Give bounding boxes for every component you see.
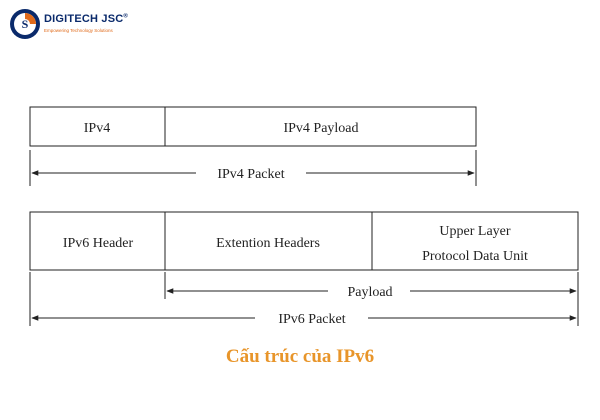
diagram-caption: Cấu trúc của IPv6	[225, 346, 375, 367]
brand-name: DIGITECH JSC®	[44, 13, 129, 25]
ipv4-header-label: IPv4	[84, 121, 110, 136]
ipv4-payload-label: IPv4 Payload	[283, 121, 358, 136]
svg-text:S: S	[22, 17, 29, 31]
digitech-logo-icon: S	[10, 9, 40, 39]
ipv6-header-label: IPv6 Header	[63, 236, 134, 251]
ipv6-packet-box	[29, 211, 579, 271]
upper-layer-label-line1: Upper Layer	[439, 224, 510, 239]
ipv4-packet-box	[29, 106, 477, 147]
ipv6-packet-label: IPv6 Packet	[278, 312, 345, 327]
extension-headers-label: Extention Headers	[216, 236, 320, 251]
ipv4-packet-label: IPv4 Packet	[217, 167, 284, 182]
registered-mark: ®	[123, 13, 129, 20]
digitech-logo: S DIGITECH JSC® Empowering Technology So…	[8, 6, 168, 46]
brand-tagline: Empowering Technology Solutions	[44, 28, 113, 33]
upper-layer-label-line2: Protocol Data Unit	[422, 249, 528, 264]
payload-label: Payload	[347, 285, 392, 300]
